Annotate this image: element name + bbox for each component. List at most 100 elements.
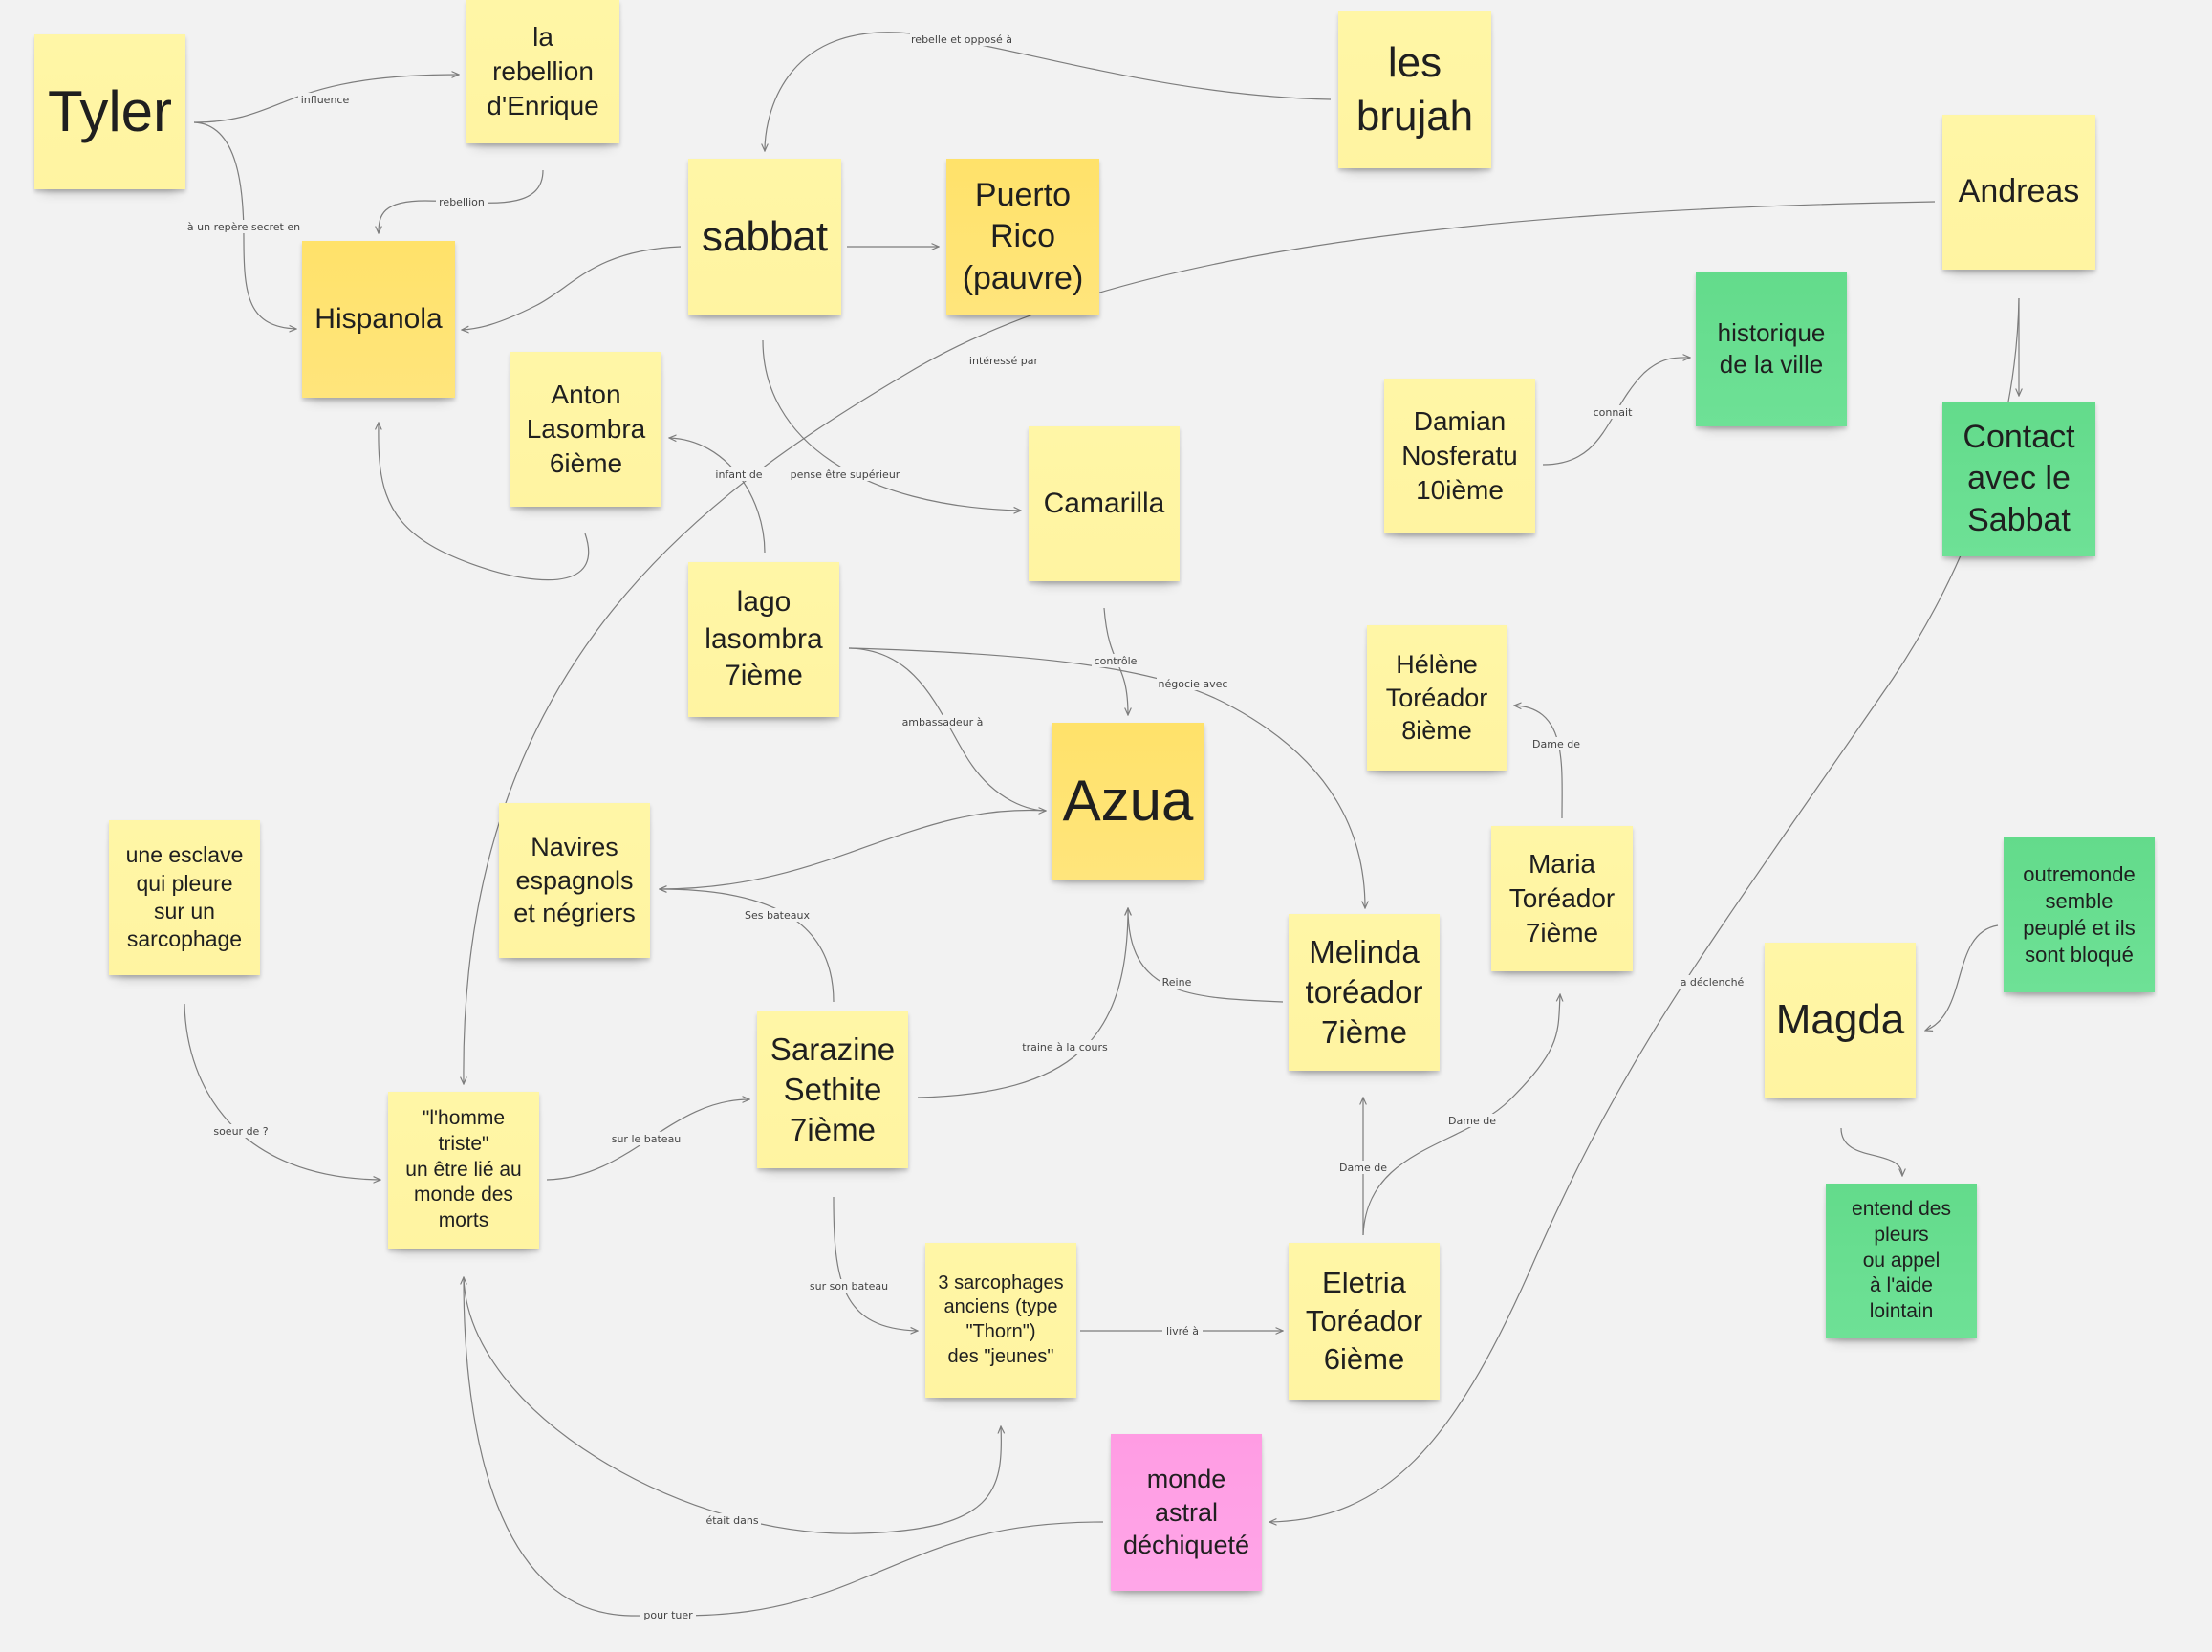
sticky-note-text: Eletria Toréador 6ième xyxy=(1305,1266,1423,1376)
connector-label-infant-de: infant de xyxy=(713,467,765,481)
connector-label-traine-cours: traine à la cours xyxy=(1021,1040,1109,1054)
sticky-note-monde-astral[interactable]: monde astral déchiqueté xyxy=(1111,1434,1262,1591)
svg-text:pour tuer: pour tuer xyxy=(643,1609,693,1621)
sticky-note-text: Maria Toréador 7ième xyxy=(1508,849,1616,947)
svg-text:rebelle et opposé à: rebelle et opposé à xyxy=(911,33,1012,46)
svg-text:Reine: Reine xyxy=(1162,976,1192,989)
connector-etait-dans[interactable] xyxy=(463,1276,1001,1534)
sticky-note-esclave[interactable]: une esclave qui pleure sur un sarcophage xyxy=(109,820,260,975)
connector-label-dame-de-3: Dame de xyxy=(1447,1114,1497,1127)
svg-text:Dame de: Dame de xyxy=(1448,1115,1496,1127)
svg-text:connait: connait xyxy=(1594,406,1634,419)
sticky-note-navires[interactable]: Navires espagnols et négriers xyxy=(499,803,650,958)
connector-magda-entend[interactable] xyxy=(1840,1127,1902,1176)
sticky-note-sarazine[interactable]: Sarazine Sethite 7ième xyxy=(757,1011,908,1168)
sticky-note-azua[interactable]: Azua xyxy=(1052,723,1204,880)
connector-anton-hispanola[interactable] xyxy=(379,423,590,581)
connector-label-reine: Reine xyxy=(1160,975,1193,989)
connector-azua-navires[interactable] xyxy=(660,809,1047,889)
sticky-note-text: les brujah xyxy=(1355,38,1474,140)
connector-soeur-de[interactable] xyxy=(184,1003,380,1180)
svg-text:négocie avec: négocie avec xyxy=(1159,678,1228,690)
sticky-note-anton[interactable]: Anton Lasombra 6ième xyxy=(510,352,661,507)
sticky-note-text: historique de la ville xyxy=(1717,317,1826,379)
connector-ambassadeur[interactable] xyxy=(848,647,1046,811)
sticky-note-historique[interactable]: historique de la ville xyxy=(1696,272,1847,426)
connector-ses-bateaux[interactable] xyxy=(660,889,835,1003)
connector-traine-cours[interactable] xyxy=(917,908,1128,1098)
svg-text:soeur de ?: soeur de ? xyxy=(213,1125,268,1138)
sticky-note-hispanola[interactable]: Hispanola xyxy=(302,241,455,398)
sticky-note-text: Tyler xyxy=(47,78,173,143)
sticky-note-text: Andreas xyxy=(1958,173,2080,210)
connector-dame-de-3[interactable] xyxy=(1362,994,1560,1236)
sticky-note-text: Melinda toréador 7ième xyxy=(1305,933,1423,1051)
connector-repere-secret[interactable] xyxy=(193,121,296,329)
connector-label-connait: connait xyxy=(1591,405,1635,419)
sticky-note-homme-triste[interactable]: "l'homme triste" un être lié au monde de… xyxy=(388,1092,539,1249)
connector-sabbat-hispanola[interactable] xyxy=(462,246,682,330)
sticky-note-text: Azua xyxy=(1062,768,1194,833)
connector-infant-de[interactable] xyxy=(669,438,766,554)
svg-text:Dame de: Dame de xyxy=(1339,1162,1387,1174)
sticky-note-text: Puerto Rico (pauvre) xyxy=(962,176,1084,296)
connector-label-rebellion: rebellion xyxy=(436,195,488,208)
connector-connait[interactable] xyxy=(1542,358,1690,466)
sticky-note-text: Contact avec le Sabbat xyxy=(1963,418,2075,538)
svg-text:infant de: infant de xyxy=(715,468,762,481)
sticky-note-iago[interactable]: lago lasombra 7ième xyxy=(688,562,839,717)
svg-text:a déclenché: a déclenché xyxy=(1681,976,1745,989)
sticky-note-text: Navires espagnols et négriers xyxy=(513,833,636,928)
sticky-note-contact-sabbat[interactable]: Contact avec le Sabbat xyxy=(1942,402,2095,556)
sticky-note-damian[interactable]: Damian Nosferatu 10ième xyxy=(1384,379,1535,533)
svg-text:à un repère secret en: à un repère secret en xyxy=(187,221,300,233)
sticky-note-rebellion-enrique[interactable]: la rebellion d'Enrique xyxy=(466,0,619,143)
sticky-note-camarilla[interactable]: Camarilla xyxy=(1029,426,1180,581)
connector-pense-superieur[interactable] xyxy=(762,339,1021,511)
sticky-note-eletria[interactable]: Eletria Toréador 6ième xyxy=(1289,1243,1440,1400)
connector-label-controle: contrôle xyxy=(1092,654,1139,667)
connector-label-soeur-de: soeur de ? xyxy=(212,1124,270,1138)
connector-influence[interactable] xyxy=(193,75,459,123)
svg-text:intéressé par: intéressé par xyxy=(969,355,1039,367)
sticky-note-helene[interactable]: Hélène Toréador 8ième xyxy=(1367,625,1507,771)
connector-pour-tuer[interactable] xyxy=(464,1277,1104,1617)
sticky-note-les-brujah[interactable]: les brujah xyxy=(1338,11,1491,168)
connector-outremonde-magda[interactable] xyxy=(1925,924,1999,1031)
connector-label-interesse-par: intéressé par xyxy=(965,354,1042,367)
svg-text:livré à: livré à xyxy=(1166,1325,1199,1337)
connector-label-dame-de-2: Dame de xyxy=(1338,1161,1388,1174)
connector-label-pour-tuer: pour tuer xyxy=(640,1608,696,1621)
sticky-note-entend[interactable]: entend des pleurs ou appel à l'aide loin… xyxy=(1826,1184,1977,1338)
sticky-note-text: lago lasombra 7ième xyxy=(705,586,823,692)
connector-label-pense-superieur: pense être supérieur xyxy=(790,467,900,481)
sticky-note-puerto-rico[interactable]: Puerto Rico (pauvre) xyxy=(946,159,1099,315)
sticky-note-text: Sarazine Sethite 7ième xyxy=(770,1031,896,1148)
sticky-note-sabbat[interactable]: sabbat xyxy=(688,159,841,315)
connector-rebelle-oppose[interactable] xyxy=(765,32,1332,151)
connector-reine[interactable] xyxy=(1128,908,1284,1003)
svg-text:contrôle: contrôle xyxy=(1095,655,1138,667)
sticky-note-text: entend des pleurs ou appel à l'aide loin… xyxy=(1852,1197,1951,1323)
connector-label-ses-bateaux: Ses bateaux xyxy=(744,908,811,922)
sticky-note-outremonde[interactable]: outremonde semble peuplé et ils sont blo… xyxy=(2004,837,2155,992)
sticky-note-tyler[interactable]: Tyler xyxy=(34,34,185,189)
sticky-note-sarcophages[interactable]: 3 sarcophages anciens (type "Thorn") des… xyxy=(925,1243,1076,1398)
connector-label-repere-secret: à un repère secret en xyxy=(185,220,302,233)
connector-negocie-avec[interactable] xyxy=(848,647,1365,908)
sticky-note-maria[interactable]: Maria Toréador 7ième xyxy=(1491,826,1633,971)
connector-interesse-par[interactable] xyxy=(464,201,1936,1084)
sticky-note-melinda[interactable]: Melinda toréador 7ième xyxy=(1289,914,1440,1071)
connector-label-a-declenche: a déclenché xyxy=(1679,975,1746,989)
connector-dame-de-1[interactable] xyxy=(1514,706,1563,819)
sticky-note-text: la rebellion d'Enrique xyxy=(487,22,599,120)
sticky-note-text: sabbat xyxy=(701,212,829,260)
connector-sur-son-bateau[interactable] xyxy=(833,1196,918,1331)
connector-label-ambassadeur: ambassadeur à xyxy=(902,715,983,728)
sticky-note-andreas[interactable]: Andreas xyxy=(1942,115,2095,270)
svg-text:influence: influence xyxy=(301,94,350,106)
connector-label-etait-dans: était dans xyxy=(704,1513,761,1527)
sticky-note-magda[interactable]: Magda xyxy=(1765,943,1916,1098)
